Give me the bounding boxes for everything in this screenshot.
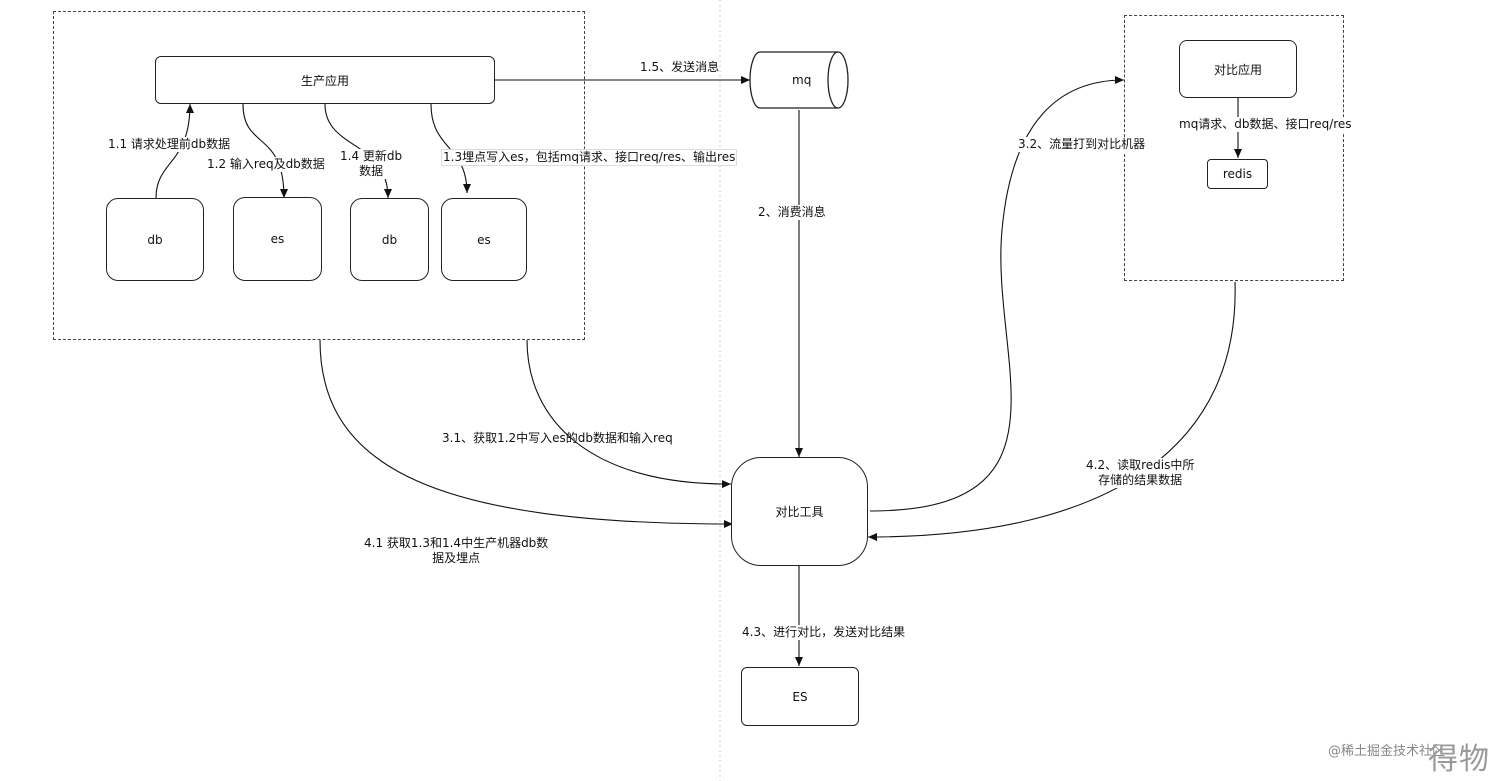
es-output-node: ES <box>741 667 859 726</box>
mq-cylinder <box>749 51 849 109</box>
edge-label-1-3: 1.3埋点写入es，包括mq请求、接口req/res、输出res <box>441 149 738 166</box>
edge-4-1 <box>319 339 734 528</box>
edge-label-4-2: 4.2、读取redis中所 存储的结果数据 <box>1086 458 1195 488</box>
edge-1-2 <box>242 103 288 199</box>
edge-label-4-1-line1: 4.1 获取1.3和1.4中生产机器db数 <box>364 536 549 550</box>
edge-label-1-4: 1.4 更新db 数据 <box>340 149 403 179</box>
production-group <box>53 11 585 340</box>
edge-4-2 <box>867 281 1236 541</box>
edge-label-1-2: 1.2 输入req及db数据 <box>207 157 325 172</box>
compare-tool-node: 对比工具 <box>731 457 868 566</box>
redis-node: redis <box>1207 159 1268 189</box>
watermark-overlay: 得物 <box>1428 742 1490 777</box>
edge-label-1-1: 1.1 请求处理前db数据 <box>108 137 231 152</box>
edge-label-4-3: 4.3、进行对比，发送对比结果 <box>742 625 906 640</box>
edge-label-4-2-line2: 存储的结果数据 <box>1098 473 1183 487</box>
edge-label-1-4-line2: 数据 <box>359 164 384 178</box>
edge-label-3-1: 3.1、获取1.2中写入es的db数据和输入req <box>442 431 673 445</box>
edge-label-4-2-line1: 4.2、读取redis中所 <box>1086 458 1195 472</box>
edge-label-1-4-line1: 1.4 更新db <box>340 149 403 163</box>
edge-3-1 <box>526 339 732 489</box>
es-node-1: es <box>233 197 322 281</box>
mq-label: mq <box>792 73 812 87</box>
edge-label-3-2: 3.2、流量打到对比机器 <box>1018 137 1146 152</box>
edge-label-4-1: 4.1 获取1.3和1.4中生产机器db数 据及埋点 <box>364 536 548 566</box>
db-node-2: db <box>350 198 429 281</box>
edge-1-1 <box>155 103 194 199</box>
edge-label-4-1-line2: 据及埋点 <box>432 551 481 565</box>
db-node-1: db <box>106 198 204 281</box>
edge-label-compare-redis: mq请求、db数据、接口req/res <box>1179 117 1352 132</box>
production-app-node: 生产应用 <box>155 56 495 104</box>
edge-1-4 <box>324 103 392 199</box>
edge-label-1-5: 1.5、发送消息 <box>640 60 720 74</box>
compare-app-node: 对比应用 <box>1179 40 1297 98</box>
edge-label-2: 2、消费消息 <box>758 205 826 220</box>
es-node-2: es <box>441 198 527 281</box>
edge-3-2 <box>869 76 1125 512</box>
edge-1-3 <box>430 103 471 194</box>
watermark-text: @稀土掘金技术社区 <box>1328 744 1446 759</box>
